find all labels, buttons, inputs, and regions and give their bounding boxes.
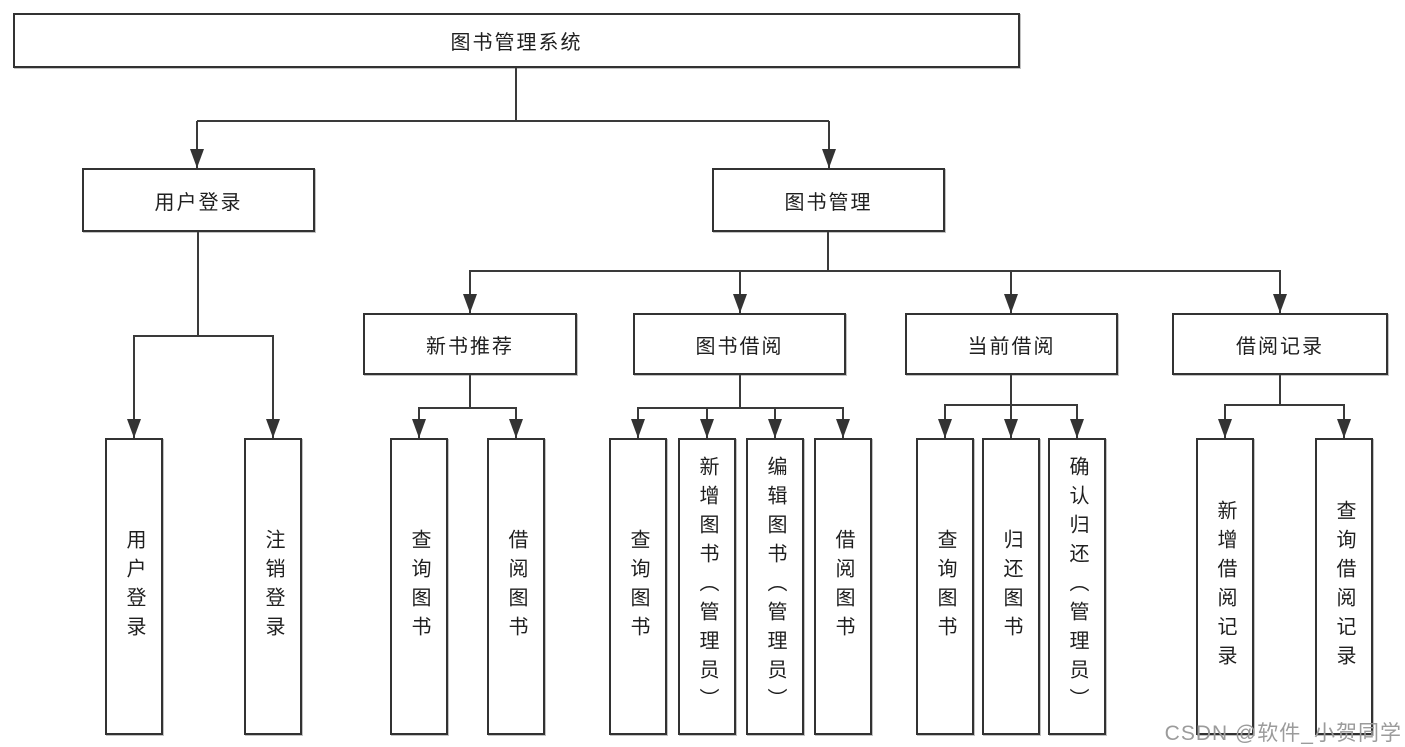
leaf-borrow-books-recommend: 借阅图书	[487, 438, 545, 735]
leaf-user-login-label: 用户登录	[123, 528, 145, 645]
leaf-query-books-recommend: 查询图书	[390, 438, 448, 735]
leaf-add-borrow-record: 新增借阅记录	[1196, 438, 1254, 735]
leaf-user-login: 用户登录	[105, 438, 163, 735]
csdn-watermark: CSDN @软件_小贺同学	[1164, 722, 1402, 745]
leaf-add-book-admin-label: 新增图书（管理员）	[696, 456, 718, 717]
leaf-edit-book-admin: 编辑图书（管理员）	[746, 438, 804, 735]
leaf-query-borrow-record: 查询借阅记录	[1315, 438, 1373, 735]
node-book-management-label: 图书管理	[784, 191, 873, 214]
node-borrow-records: 借阅记录	[1172, 313, 1388, 375]
node-borrow-records-label: 借阅记录	[1236, 335, 1324, 358]
leaf-query-borrow-record-label: 查询借阅记录	[1333, 499, 1355, 674]
leaf-query-books-recommend-label: 查询图书	[408, 528, 430, 645]
node-current-borrow-label: 当前借阅	[967, 335, 1056, 358]
node-new-book-recommend: 新书推荐	[363, 313, 577, 375]
leaf-query-books-borrow-label: 查询图书	[627, 528, 649, 645]
node-book-management: 图书管理	[712, 168, 945, 232]
leaf-logout-label: 注销登录	[262, 528, 284, 645]
leaf-confirm-return-admin: 确认归还（管理员）	[1048, 438, 1106, 735]
leaf-query-books-current: 查询图书	[916, 438, 974, 735]
node-current-borrow: 当前借阅	[905, 313, 1118, 375]
node-new-book-recommend-label: 新书推荐	[426, 335, 514, 358]
leaf-query-books-borrow: 查询图书	[609, 438, 667, 735]
leaf-logout: 注销登录	[244, 438, 302, 735]
leaf-return-books-label: 归还图书	[1000, 528, 1022, 645]
node-user-login: 用户登录	[82, 168, 315, 232]
leaf-edit-book-admin-label: 编辑图书（管理员）	[764, 456, 786, 717]
node-root: 图书管理系统	[13, 13, 1020, 68]
leaf-add-borrow-record-label: 新增借阅记录	[1214, 499, 1236, 674]
node-root-label: 图书管理系统	[450, 32, 583, 54]
leaf-borrow-books: 借阅图书	[814, 438, 872, 735]
leaf-borrow-books-recommend-label: 借阅图书	[505, 528, 527, 645]
node-user-login-label: 用户登录	[154, 191, 243, 214]
node-book-borrow-label: 图书借阅	[695, 335, 784, 358]
leaf-confirm-return-admin-label: 确认归还（管理员）	[1066, 456, 1088, 717]
node-book-borrow: 图书借阅	[633, 313, 846, 375]
leaf-return-books: 归还图书	[982, 438, 1040, 735]
leaf-borrow-books-label: 借阅图书	[832, 528, 854, 645]
leaf-add-book-admin: 新增图书（管理员）	[678, 438, 736, 735]
leaf-query-books-current-label: 查询图书	[934, 528, 956, 645]
